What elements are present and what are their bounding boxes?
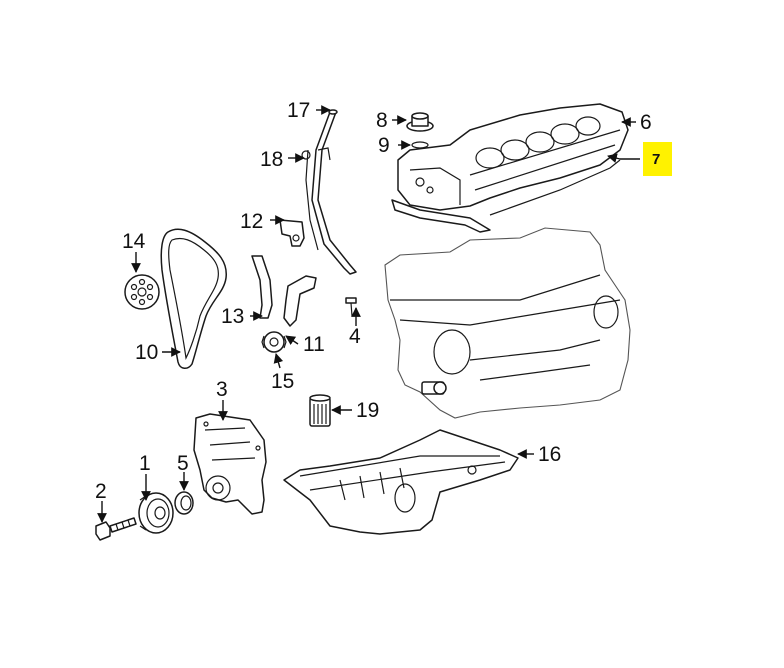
callout-19: 19	[356, 399, 379, 422]
bolt-small	[345, 297, 357, 317]
leader-lines	[97, 105, 640, 523]
oil-cap-seal	[411, 141, 429, 149]
front-seal	[174, 491, 194, 515]
timing-chain	[160, 228, 227, 369]
dipstick-tube	[311, 109, 357, 275]
oil-filler-cap	[406, 112, 434, 132]
crankshaft-pulley	[138, 492, 174, 534]
oil-filter	[309, 394, 331, 427]
engine-block	[384, 227, 631, 419]
callout-9: 9	[378, 134, 390, 157]
camshaft-sprocket	[124, 274, 160, 310]
callout-16: 16	[538, 443, 561, 466]
callout-3: 3	[216, 378, 228, 401]
callout-labels: 1 2 3 4 5 6 7 8 9 10 11 12 13 14 15 16 1…	[95, 99, 660, 503]
pulley-bolt	[95, 517, 137, 541]
callout-10: 10	[135, 341, 158, 364]
valve-cover-gasket	[391, 159, 621, 233]
callout-14: 14	[122, 230, 146, 253]
callout-17: 17	[287, 99, 310, 122]
callout-7: 7	[652, 151, 660, 168]
callout-4: 4	[349, 325, 361, 348]
callout-13: 13	[221, 305, 244, 328]
highlight-box	[643, 142, 672, 176]
crankshaft-sprocket	[261, 331, 287, 353]
callout-12: 12	[240, 210, 263, 233]
timing-chain-guide	[251, 255, 273, 319]
oil-pan	[283, 429, 519, 535]
callout-5: 5	[177, 452, 189, 475]
callout-1: 1	[139, 452, 151, 475]
timing-cover	[193, 413, 267, 515]
callout-8: 8	[376, 109, 388, 132]
callout-18: 18	[260, 148, 283, 171]
valve-cover	[397, 103, 629, 211]
callout-15: 15	[271, 370, 294, 393]
tensioner-arm	[283, 275, 317, 327]
callout-2: 2	[95, 480, 107, 503]
bracket	[279, 219, 305, 247]
callout-11: 11	[303, 333, 325, 356]
callout-6: 6	[640, 111, 652, 134]
